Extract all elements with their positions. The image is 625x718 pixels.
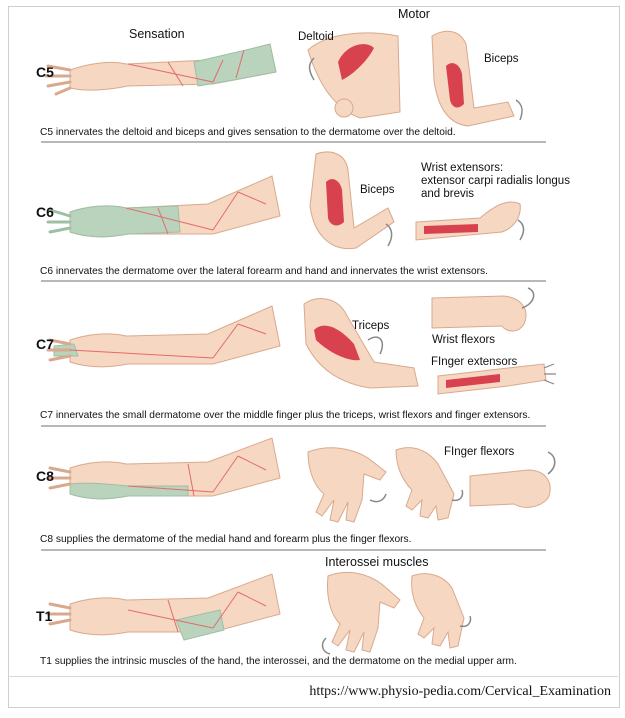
root-label-c6: C6 [36, 204, 54, 220]
c5-deltoid-illustration [307, 32, 401, 119]
deltoid-muscle [338, 44, 374, 80]
c8-dermatome-region [69, 482, 189, 500]
c6-illustrations [46, 151, 525, 250]
label-biceps-c6: Biceps [360, 184, 395, 196]
motor-header: Motor [398, 7, 430, 21]
label-wrist-extensors: Wrist extensors: [421, 162, 504, 174]
c6-arm-illustration [46, 175, 281, 238]
c8-arm-illustration [46, 437, 281, 500]
c7-finger-extensors-illustration [437, 363, 556, 395]
panel-c7: C7 Triceps Wrist flexors FInger extensor… [8, 284, 618, 427]
t1-hand-spread-illustration [321, 571, 401, 655]
c8-hand-open-illustration [307, 447, 387, 523]
c6-biceps-illustration [309, 151, 395, 250]
t1-illustrations [46, 571, 472, 655]
label-biceps-c5: Biceps [484, 53, 519, 65]
c5-biceps-illustration [431, 30, 523, 127]
sensation-header: Sensation [129, 27, 185, 41]
divider-c5 [41, 141, 546, 143]
c7-arm-illustration [46, 305, 281, 368]
t1-hand-adduct-illustration [411, 573, 472, 649]
divider-c6 [41, 280, 546, 282]
label-finger-flexors: FInger flexors [444, 446, 515, 458]
footer-divider [8, 676, 618, 677]
wrist-extensor-muscle [424, 224, 478, 234]
label-ecrl: extensor carpi radialis longus [421, 175, 570, 187]
c6-dermatome-region [69, 205, 181, 238]
source-url: https://www.physio-pedia.com/Cervical_Ex… [309, 684, 611, 699]
caption-c5: C5 innervates the deltoid and biceps and… [40, 127, 456, 138]
label-finger-extensors: FInger extensors [431, 356, 518, 368]
c5-dermatome-region [193, 43, 277, 87]
root-label-c5: C5 [36, 64, 54, 80]
label-ecrb: and brevis [421, 188, 475, 200]
panel-c8: C8 FInger flexors C8 supplies the dermat… [8, 430, 618, 554]
label-triceps: Triceps [352, 320, 390, 332]
c6-wrist-extensors-illustration [415, 201, 525, 241]
root-label-t1: T1 [36, 608, 53, 624]
divider-c8 [41, 549, 546, 551]
label-deltoid: Deltoid [298, 31, 334, 43]
panel-c6: C6 Biceps Wrist extensors: extensor carp… [8, 146, 618, 282]
panel-t1: T1 Interossei muscles T1 supplies the in… [8, 556, 618, 674]
c8-illustrations [46, 437, 556, 523]
caption-c7: C7 innervates the small dermatome over t… [40, 410, 531, 421]
c8-fist-illustration [469, 451, 556, 508]
c7-triceps-illustration [303, 298, 419, 389]
panel-c5: C5 Deltoid Biceps C5 innervates the delt… [8, 20, 618, 146]
root-label-c8: C8 [36, 468, 54, 484]
c5-arm-illustration [44, 43, 277, 96]
c7-illustrations [46, 287, 556, 395]
c7-wrist-flexors-illustration [431, 287, 535, 332]
root-label-c7: C7 [36, 336, 54, 352]
divider-c7 [41, 425, 546, 427]
caption-c8: C8 supplies the dermatome of the medial … [40, 534, 412, 545]
caption-c6: C6 innervates the dermatome over the lat… [40, 266, 488, 277]
t1-arm-illustration [46, 573, 281, 641]
biceps-muscle-c6 [326, 179, 344, 226]
finger-extensor-muscle [446, 374, 500, 388]
label-wrist-flexors: Wrist flexors [432, 334, 496, 346]
c8-hand-grip-illustration [395, 447, 464, 521]
biceps-muscle [446, 63, 464, 108]
triceps-muscle [314, 325, 360, 361]
caption-t1: T1 supplies the intrinsic muscles of the… [40, 656, 517, 667]
figure-frame [8, 6, 620, 708]
label-interossei: Interossei muscles [325, 555, 429, 569]
c5-illustrations [44, 30, 523, 127]
